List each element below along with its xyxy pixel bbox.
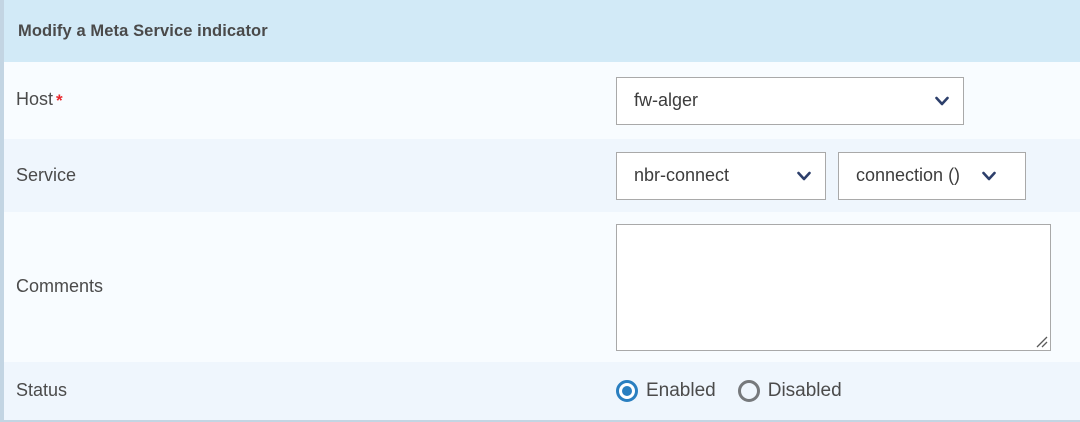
status-radio-enabled[interactable]: Enabled bbox=[616, 380, 716, 402]
service-select[interactable]: nbr-connect bbox=[616, 151, 826, 200]
radio-unselected-icon bbox=[737, 380, 760, 402]
form-row-host: Host* fw-alger bbox=[4, 62, 1080, 139]
host-label-text: Host bbox=[16, 89, 54, 110]
chevron-down-icon bbox=[933, 92, 951, 110]
page-title: Modify a Meta Service indicator bbox=[18, 21, 268, 40]
form-row-comments: Comments bbox=[4, 212, 1080, 362]
resize-grip-icon[interactable] bbox=[1034, 334, 1048, 348]
status-control: Enabled Disabled bbox=[616, 380, 842, 402]
status-radio-group: Enabled Disabled bbox=[616, 380, 842, 402]
host-control: fw-alger bbox=[616, 76, 964, 125]
comments-label: Comments bbox=[16, 276, 104, 297]
status-label: Status bbox=[16, 380, 68, 401]
form-row-status: Status Enabled Disabled bbox=[4, 362, 1080, 420]
host-select[interactable]: fw-alger bbox=[616, 76, 964, 125]
required-asterisk: * bbox=[56, 91, 63, 111]
comments-control bbox=[616, 223, 1051, 351]
service-select-value: nbr-connect bbox=[634, 165, 730, 185]
service-instance-select-value: connection () bbox=[856, 165, 961, 185]
service-label: Service bbox=[16, 164, 77, 185]
status-radio-disabled[interactable]: Disabled bbox=[737, 380, 842, 402]
radio-selected-icon bbox=[616, 380, 638, 402]
status-radio-disabled-label: Disabled bbox=[767, 380, 842, 401]
host-label: Host* bbox=[16, 89, 616, 111]
host-select-value: fw-alger bbox=[634, 90, 699, 110]
service-instance-select[interactable]: connection () bbox=[838, 151, 1026, 200]
status-radio-enabled-label: Enabled bbox=[646, 380, 716, 401]
panel-header: Modify a Meta Service indicator bbox=[4, 0, 1080, 62]
service-control: nbr-connect connection () bbox=[616, 151, 1026, 200]
comments-textarea[interactable] bbox=[616, 223, 1051, 351]
chevron-down-icon bbox=[980, 167, 998, 185]
chevron-down-icon bbox=[795, 167, 813, 185]
form-row-service: Service nbr-connect connection () bbox=[4, 139, 1080, 212]
